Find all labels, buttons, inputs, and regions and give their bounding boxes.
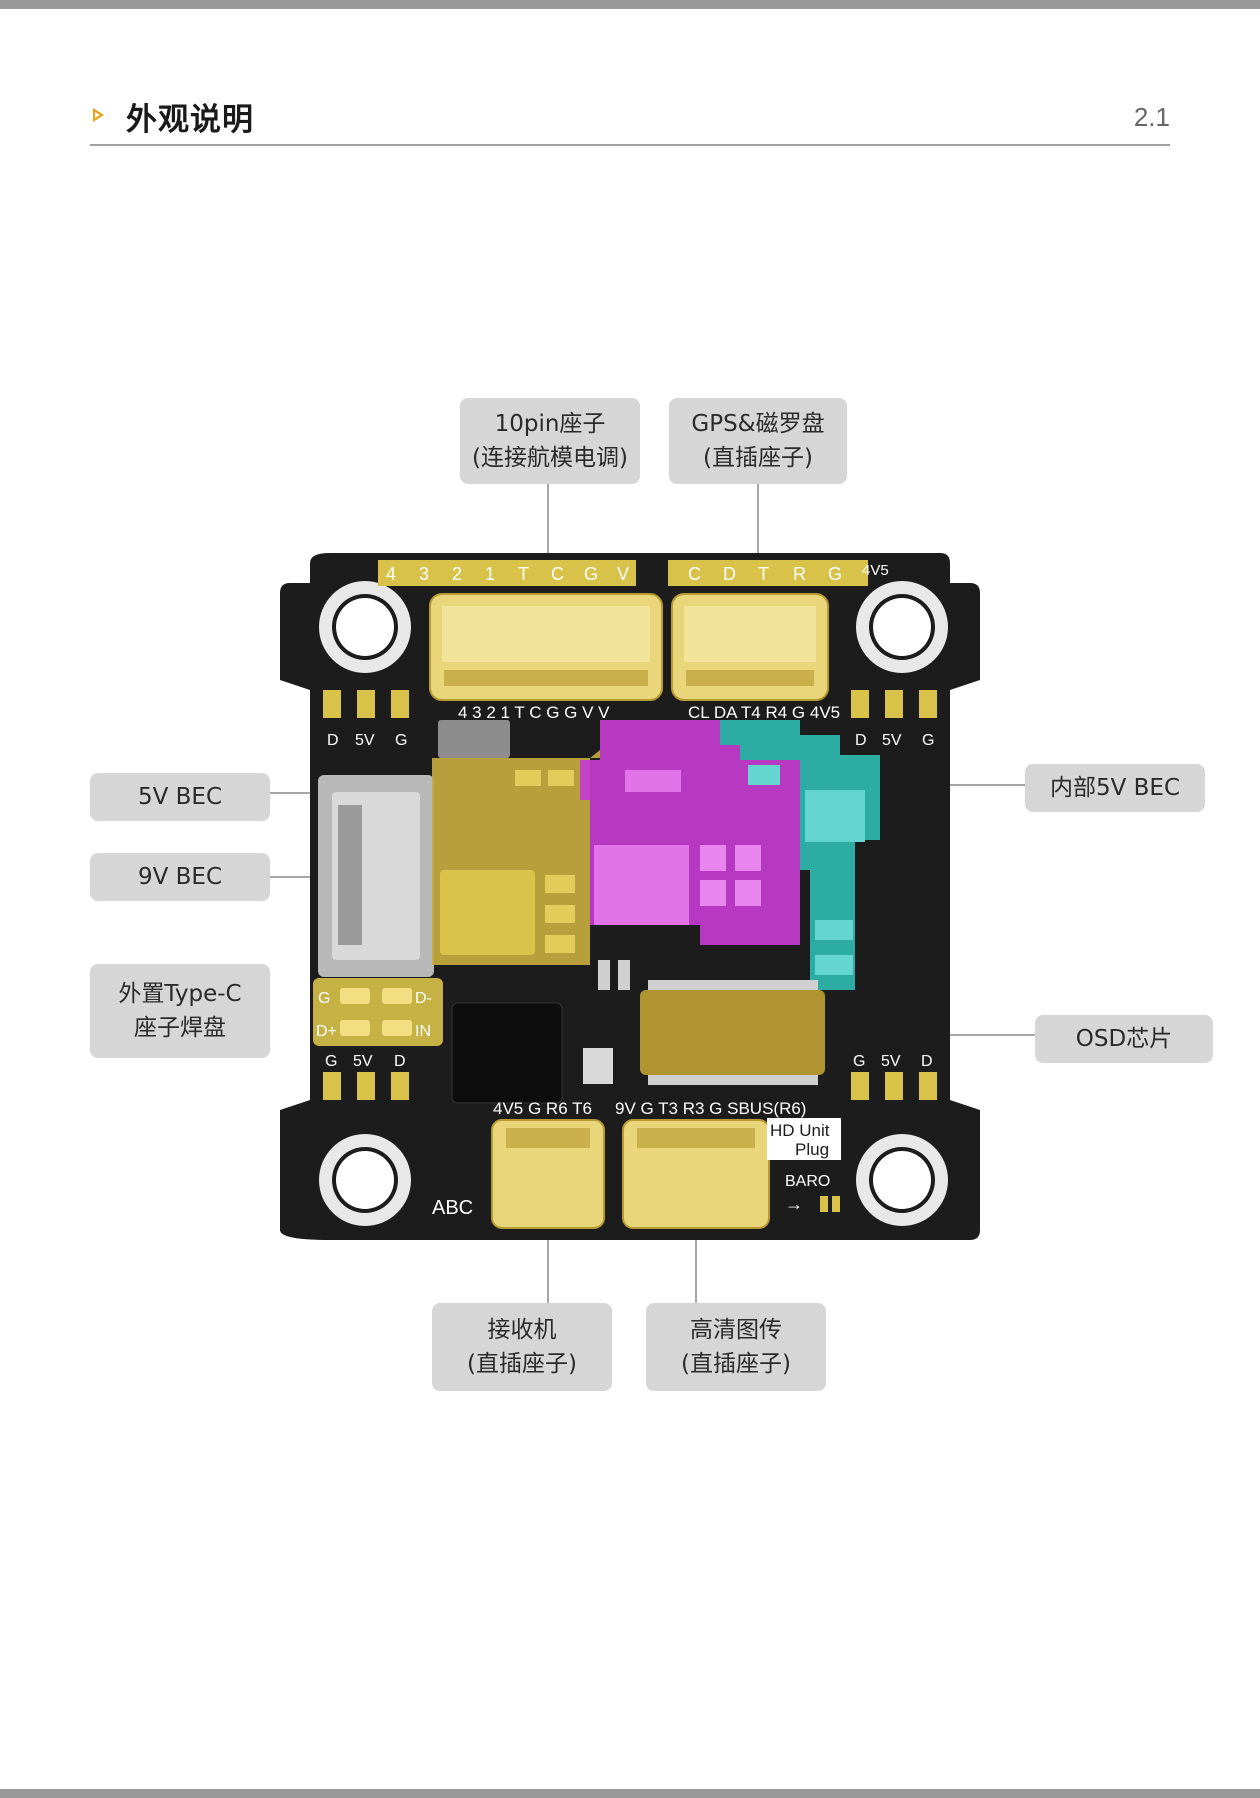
small-component bbox=[618, 960, 630, 990]
pad-label: D bbox=[327, 732, 339, 749]
hd-unit-label-bg bbox=[767, 1118, 841, 1160]
callout-hd-vtx: 高清图传 (直插座子) bbox=[646, 1303, 826, 1391]
pad-label: D bbox=[394, 1053, 406, 1070]
callout-line: 内部5V BEC bbox=[1049, 775, 1181, 801]
callout-internal-5v-bec: 内部5V BEC bbox=[1025, 764, 1205, 812]
callout-line: 9V BEC bbox=[137, 864, 223, 890]
callout-esc-connector: 10pin座子 (连接航模电调) bbox=[460, 398, 640, 484]
pad-label: G bbox=[584, 564, 598, 584]
pad-label: 5V bbox=[882, 732, 902, 749]
pad-label: G bbox=[853, 1053, 865, 1070]
mounting-hole-icon bbox=[319, 581, 411, 673]
pad-label: G bbox=[828, 564, 842, 584]
callout-5v-bec: 5V BEC bbox=[90, 773, 270, 821]
pad-label: D bbox=[723, 564, 736, 584]
hd-unit-label: HD Unit bbox=[770, 1121, 830, 1140]
esc-pin-labels: 4 3 2 1 T C G G V V bbox=[458, 703, 610, 722]
callout-receiver: 接收机 (直插座子) bbox=[432, 1303, 612, 1391]
callout-osd-chip: OSD芯片 bbox=[1035, 1015, 1213, 1063]
pad-label: 5V bbox=[881, 1053, 901, 1070]
callout-line: OSD芯片 bbox=[1075, 1026, 1173, 1052]
hd-vtx-connector bbox=[622, 1119, 770, 1229]
callout-line: (连接航模电调) bbox=[472, 445, 628, 471]
callout-line: (直插座子) bbox=[467, 1351, 577, 1377]
abc-label: ABC bbox=[432, 1197, 473, 1219]
magenta-components bbox=[594, 770, 761, 925]
pad-label: G bbox=[922, 732, 934, 749]
callout-line: 座子焊盘 bbox=[134, 1015, 226, 1041]
pad-label: 5V bbox=[355, 732, 375, 749]
pad-label: C bbox=[551, 564, 564, 584]
callout-type-c-pads: 外置Type-C 座子焊盘 bbox=[90, 964, 270, 1058]
gps-pin-labels: CL DA T4 R4 G 4V5 bbox=[688, 703, 840, 722]
section-title: 外观说明 bbox=[126, 102, 254, 138]
pad-label: D bbox=[921, 1053, 933, 1070]
callout-line: (直插座子) bbox=[681, 1351, 791, 1377]
top-right-pad-labels: C D T R G 4V5 bbox=[668, 560, 889, 586]
rx-pin-labels: 4V5 G R6 T6 bbox=[493, 1099, 592, 1118]
esc-connector bbox=[429, 593, 663, 701]
side-pads bbox=[323, 690, 937, 1100]
pad-label: C bbox=[688, 564, 701, 584]
callout-line: 10pin座子 bbox=[494, 411, 606, 437]
mcu-chip bbox=[451, 1002, 563, 1104]
callout-line: 接收机 bbox=[487, 1317, 557, 1343]
pad-label: T bbox=[518, 564, 529, 584]
pad-label: 5V bbox=[353, 1053, 373, 1070]
top-left-pad-labels: 4 3 2 1 T C G V bbox=[378, 560, 636, 586]
switch-component bbox=[438, 720, 510, 758]
usb-pad-label: G bbox=[318, 990, 330, 1007]
bottom-border-bar bbox=[0, 1789, 1260, 1798]
pad-label: 3 bbox=[419, 564, 429, 584]
baro-pad bbox=[832, 1196, 840, 1212]
baro-label: BARO bbox=[785, 1173, 830, 1190]
mounting-hole-icon bbox=[319, 1134, 411, 1226]
pad-label: V bbox=[617, 564, 629, 584]
usb-pad-label: D+ bbox=[316, 1023, 337, 1040]
triangle-marker-icon bbox=[93, 108, 104, 122]
baro-sensor bbox=[583, 1048, 613, 1084]
callout-line: 5V BEC bbox=[137, 784, 223, 810]
callout-line: (直插座子) bbox=[703, 445, 813, 471]
mounting-holes bbox=[319, 581, 948, 1226]
pad-label: D bbox=[855, 732, 867, 749]
pad-label: 2 bbox=[452, 564, 462, 584]
bec-components bbox=[440, 770, 575, 955]
page-number: 2.1 bbox=[1133, 102, 1170, 132]
mounting-hole-icon bbox=[856, 1134, 948, 1226]
section-header: 外观说明 2.1 bbox=[90, 92, 1170, 146]
pad-label: R bbox=[793, 564, 806, 584]
pad-label: 4V5 bbox=[862, 562, 889, 579]
plug-label: Plug bbox=[795, 1140, 829, 1159]
small-component bbox=[598, 960, 610, 990]
receiver-connector bbox=[491, 1119, 605, 1229]
callout-line: 外置Type-C bbox=[118, 981, 242, 1007]
side-pad-labels: D 5V G D 5V G G 5V D G 5V D bbox=[325, 732, 934, 1070]
pad-label: T bbox=[758, 564, 769, 584]
gps-connector bbox=[671, 593, 829, 701]
pad-label: G bbox=[325, 1053, 337, 1070]
baro-pad bbox=[820, 1196, 828, 1212]
mounting-hole-icon bbox=[856, 581, 948, 673]
callout-line: 高清图传 bbox=[690, 1317, 782, 1343]
type-c-solder-pads: G D+ D- IN bbox=[313, 978, 443, 1046]
pad-label: 1 bbox=[485, 564, 495, 584]
pad-label: 4 bbox=[386, 564, 396, 584]
callout-gps-compass: GPS&磁罗盘 (直插座子) bbox=[669, 398, 847, 484]
baro-arrow-icon: → bbox=[785, 1194, 803, 1214]
usb-pad-label: D- bbox=[415, 990, 432, 1007]
top-border-bar bbox=[0, 0, 1260, 9]
pad-label: G bbox=[395, 732, 407, 749]
vtx-pin-labels: 9V G T3 R3 G SBUS(R6) bbox=[615, 1099, 806, 1118]
callout-9v-bec: 9V BEC bbox=[90, 853, 270, 901]
teal-components bbox=[748, 765, 865, 975]
osd-chip bbox=[640, 980, 825, 1085]
callout-line: GPS&磁罗盘 bbox=[691, 411, 825, 437]
usb-c-port bbox=[318, 775, 434, 977]
usb-pad-label: IN bbox=[415, 1023, 431, 1040]
